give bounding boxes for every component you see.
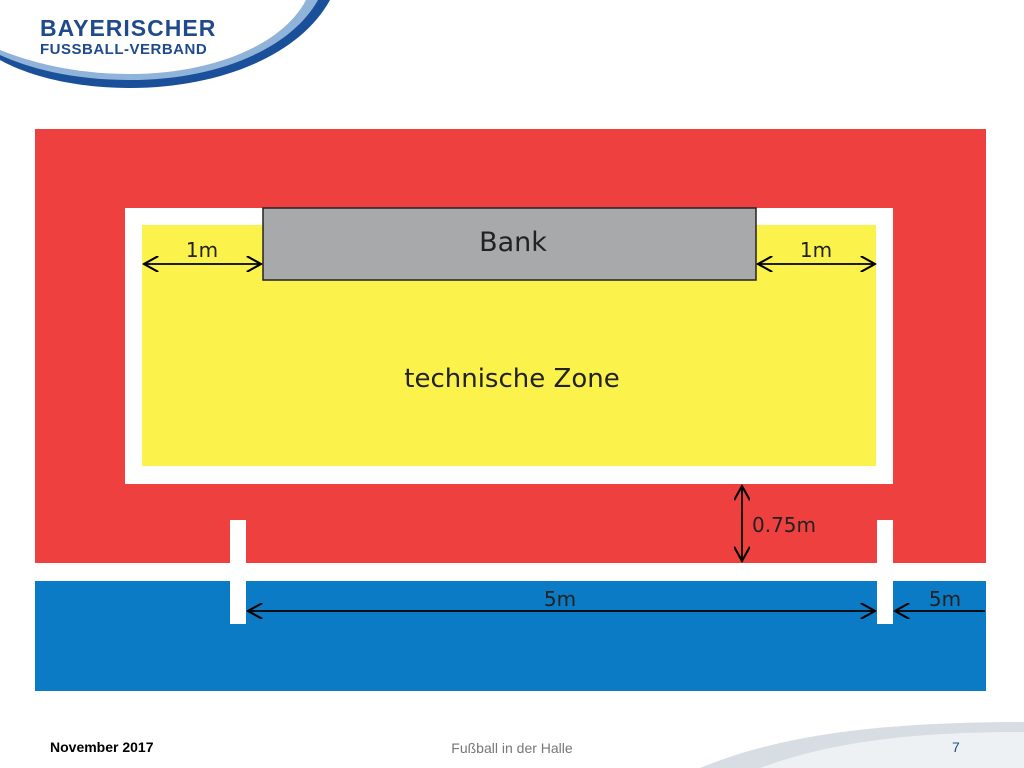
logo-swoosh-graphic [0,0,330,88]
footer-title: Fußball in der Halle [451,740,573,756]
bench-rect [262,207,757,281]
left-zone-marker [230,520,246,624]
logo-line1: BAYERISCHER [40,15,217,41]
bench-label: Bank [479,227,547,258]
vertical-gap-label: 0.75m [752,513,816,537]
field-strip [35,581,986,691]
logo: BAYERISCHER FUSSBALL-VERBAND [0,0,340,100]
footer-swoosh [700,722,1024,768]
right-gap-label: 1m [800,238,832,262]
right-zone-marker [877,520,893,624]
right-span-label: 5m [929,587,961,611]
span-label: 5m [544,587,576,611]
logo-line2: FUSSBALL-VERBAND [40,41,208,58]
zone-label: technische Zone [404,364,619,394]
left-gap-label: 1m [186,238,218,262]
page-number: 7 [952,739,960,755]
footer-date: November 2017 [50,739,154,755]
logo-text: BAYERISCHER FUSSBALL-VERBAND [40,15,217,58]
